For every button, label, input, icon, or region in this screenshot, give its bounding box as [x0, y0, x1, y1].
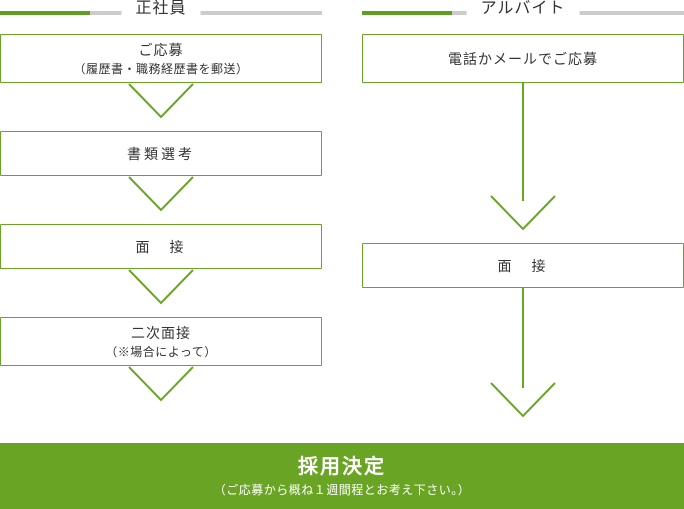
step-label-secondary: （※場合によって） [105, 344, 217, 359]
column-header-part-time: アルバイト [362, 0, 684, 26]
result-banner: 採用決定 （ご応募から概ね１週間程とお考え下さい。） [0, 443, 684, 509]
header-rule-accent [0, 11, 90, 15]
step-label-primary: 電話かメールでご応募 [448, 50, 598, 67]
step-box-interview-full-time: 面 接 [0, 224, 322, 269]
column-header-full-time: 正社員 [0, 0, 322, 26]
flow-arrow-1-left [125, 83, 197, 121]
step-label-secondary: （履歴書・職務経歴書を郵送） [73, 61, 249, 76]
column-full-time: 正社員 ご応募 （履歴書・職務経歴書を郵送） 書類選考 [0, 0, 322, 402]
column-title-part-time: アルバイト [466, 0, 580, 20]
column-part-time: アルバイト 電話かメールでご応募 面 接 [362, 0, 684, 418]
result-title: 採用決定 [298, 455, 386, 478]
flow-arrow-4-left [125, 366, 197, 404]
result-subtitle: （ご応募から概ね１週間程とお考え下さい。） [213, 482, 471, 497]
flow-arrow-3-left [125, 269, 197, 307]
step-label-primary: 二次面接 [131, 324, 191, 341]
flow-arrow-2-left [125, 176, 197, 214]
step-box-second-interview: 二次面接 （※場合によって） [0, 317, 322, 366]
step-label-primary: 書類選考 [127, 145, 195, 162]
column-title-full-time: 正社員 [121, 0, 201, 20]
flow-arrow-1-right [487, 83, 559, 233]
step-box-interview-part-time: 面 接 [362, 243, 684, 288]
step-label-primary: 面 接 [135, 238, 187, 255]
step-label-primary: 面 接 [497, 257, 549, 274]
flow-arrow-2-right [487, 288, 559, 433]
step-label-primary: ご応募 [138, 41, 184, 58]
step-box-document-screening: 書類選考 [0, 131, 322, 176]
header-rule-accent [362, 11, 452, 15]
step-box-apply-part-time: 電話かメールでご応募 [362, 34, 684, 83]
step-box-apply-full-time: ご応募 （履歴書・職務経歴書を郵送） [0, 34, 322, 83]
